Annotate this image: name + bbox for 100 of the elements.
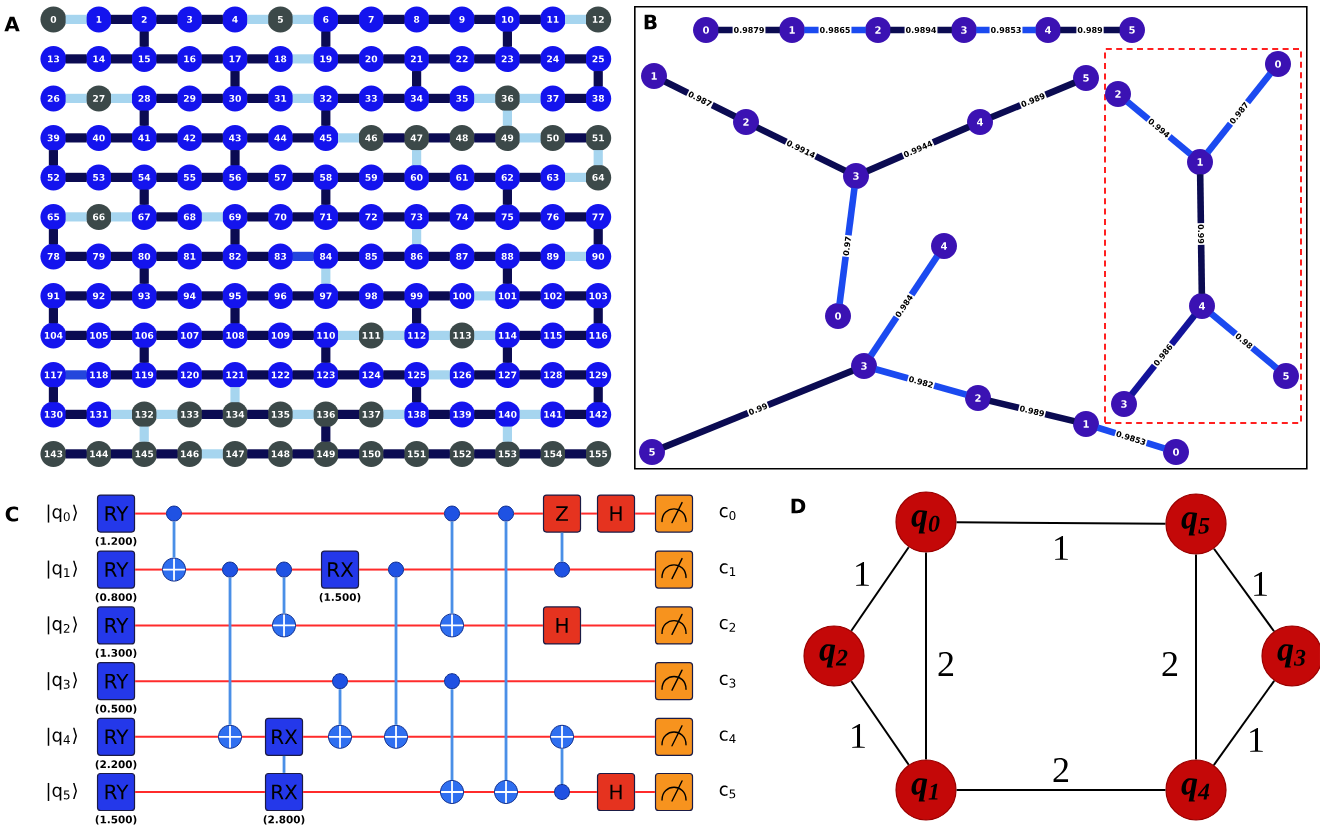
connector <box>836 187 858 305</box>
connector <box>230 71 240 87</box>
connector <box>474 251 496 261</box>
connector <box>156 370 178 380</box>
connector <box>65 133 87 143</box>
connector <box>474 133 496 143</box>
qubit-wire <box>295 624 441 627</box>
connector <box>519 212 541 222</box>
control-line <box>394 577 398 725</box>
target-symbol <box>384 724 408 749</box>
edge-label: 1 <box>856 562 869 586</box>
panel-label: D <box>791 498 806 514</box>
connector <box>990 79 1076 121</box>
panel-label: C <box>5 506 19 522</box>
connector <box>201 172 223 182</box>
connector <box>412 71 422 87</box>
qubit-wire <box>347 680 445 683</box>
connector <box>565 251 586 261</box>
connector <box>955 521 1167 525</box>
graph-node: q$_{3}$ <box>1261 625 1320 687</box>
connector <box>247 93 269 103</box>
qubit-wire <box>634 791 656 793</box>
connector <box>338 370 359 380</box>
connector <box>338 291 359 301</box>
target-symbol <box>328 724 352 749</box>
connector <box>230 150 240 166</box>
control-line <box>172 521 176 558</box>
connector <box>156 449 178 459</box>
measure-box <box>654 717 694 756</box>
connector <box>474 291 496 301</box>
connector <box>428 409 450 419</box>
control-dot <box>276 561 292 578</box>
connector <box>565 54 586 64</box>
connector <box>925 551 927 761</box>
connector <box>65 370 87 380</box>
connector <box>111 449 132 459</box>
connector <box>519 449 541 459</box>
control-dot <box>498 505 514 522</box>
qubit-label: |q$_{0}$⟩ <box>47 504 77 523</box>
connector <box>519 54 541 64</box>
connector <box>321 189 331 205</box>
target-symbol <box>218 724 242 749</box>
edge-label: 2 <box>1053 758 1069 782</box>
graph-node: q$_{5}$ <box>1165 493 1227 555</box>
connector <box>111 133 132 143</box>
connector <box>48 387 58 403</box>
edge-label: 1 <box>1055 536 1068 560</box>
connector <box>474 93 496 103</box>
qubit-wire <box>634 512 656 515</box>
connector <box>428 449 450 459</box>
connector <box>383 14 405 24</box>
connector <box>139 110 149 126</box>
connector <box>428 133 450 143</box>
connector <box>412 229 422 245</box>
connector <box>338 409 359 419</box>
connector <box>474 409 496 419</box>
connector <box>1209 311 1279 371</box>
connector <box>565 14 586 24</box>
connector <box>321 268 331 284</box>
qubit-wire <box>181 512 445 515</box>
connector <box>321 426 331 442</box>
connector <box>247 54 269 64</box>
connector <box>593 308 603 324</box>
qubit-wire <box>403 568 555 571</box>
connector <box>201 93 223 103</box>
qubit-wire <box>463 791 495 793</box>
control-line <box>338 689 342 725</box>
connector <box>474 54 496 64</box>
connector <box>292 212 314 222</box>
connector <box>338 251 359 261</box>
connector <box>502 110 512 126</box>
connector <box>338 449 359 459</box>
connector <box>201 370 223 380</box>
connector <box>519 93 541 103</box>
control-dot <box>444 505 460 522</box>
connector <box>247 172 269 182</box>
connector <box>474 449 496 459</box>
qubit-wire <box>513 512 544 515</box>
control-dot <box>554 561 570 578</box>
connector <box>292 54 314 64</box>
qubit-wire <box>569 791 598 793</box>
connector <box>156 291 178 301</box>
control-line <box>560 532 564 562</box>
connector <box>662 367 854 451</box>
connector <box>201 449 223 459</box>
connector <box>247 330 269 340</box>
control-dot <box>444 673 460 690</box>
gate-box: H <box>542 606 582 645</box>
connector <box>201 133 223 143</box>
connector <box>663 78 737 120</box>
qubit-label: |q$_{3}$⟩ <box>47 672 77 691</box>
qubit-wire <box>358 568 389 571</box>
gate-box: RY <box>96 606 136 645</box>
connector <box>321 31 331 47</box>
gate-box: RY <box>96 662 136 701</box>
qubit-wire <box>351 735 385 738</box>
connector <box>338 172 359 182</box>
measure-box <box>654 772 694 812</box>
gate-box: H <box>596 494 636 533</box>
control-dot <box>166 505 182 522</box>
